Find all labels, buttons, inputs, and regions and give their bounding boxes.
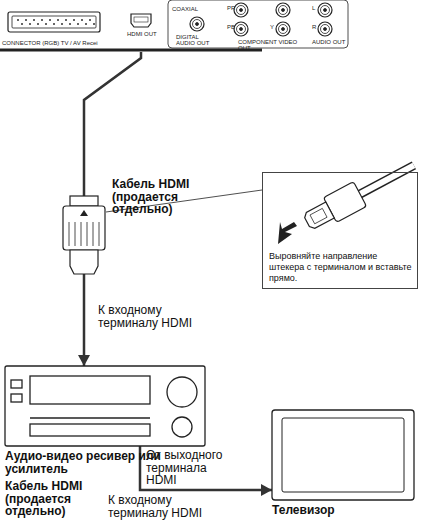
cable-note: Кабель HDMI (продается отдельно) <box>112 178 212 216</box>
panel-label: COMPONENT VIDEO OUT <box>238 39 308 52</box>
panel-label: PB <box>227 24 237 30</box>
input-note: К входному терминалу HDMI <box>98 304 213 329</box>
device-heading: Телевизор <box>272 504 412 517</box>
panel-label: HDMI OUT <box>127 31 157 37</box>
output-note: От выходного терминала HDMI <box>146 449 236 487</box>
television: Телевизор <box>272 410 414 500</box>
rear-panel: CONNECTOR (RGB) TV / AV Recei HDMI OUT COA… <box>0 0 350 52</box>
panel-label: L <box>312 5 318 11</box>
connector-line <box>140 446 272 490</box>
tv-drawing <box>272 410 414 500</box>
device-heading: Аудио-видео ресивер или усилитель <box>5 450 165 475</box>
arrow-head <box>78 355 90 366</box>
callout-box: Выровняйте направление штекера с термина… <box>262 172 418 289</box>
cable-note: Кабель HDMI (продается отдельно) <box>5 480 105 518</box>
panel-label: AUDIO OUT <box>312 39 348 45</box>
receiver-drawing <box>5 366 205 446</box>
panel-label: CONNECTOR (RGB) TV / AV Recei <box>2 40 122 46</box>
callout-plug-drawing <box>278 153 420 244</box>
av-receiver: Аудио-видео ресивер или усилитель <box>5 366 205 446</box>
input-note: К входному терминалу HDMI <box>108 494 228 519</box>
panel-label: PR <box>227 5 237 11</box>
hdmi-cable-connector <box>140 446 272 496</box>
panel-label: R <box>312 24 318 30</box>
instruction-text: Выровняйте направление штекера с термина… <box>269 251 413 284</box>
panel-label: DIGITAL AUDIO OUT <box>176 34 212 47</box>
arrow-head <box>261 484 272 496</box>
panel-label: Y <box>270 24 276 30</box>
panel-label: COAXIAL <box>172 6 198 12</box>
